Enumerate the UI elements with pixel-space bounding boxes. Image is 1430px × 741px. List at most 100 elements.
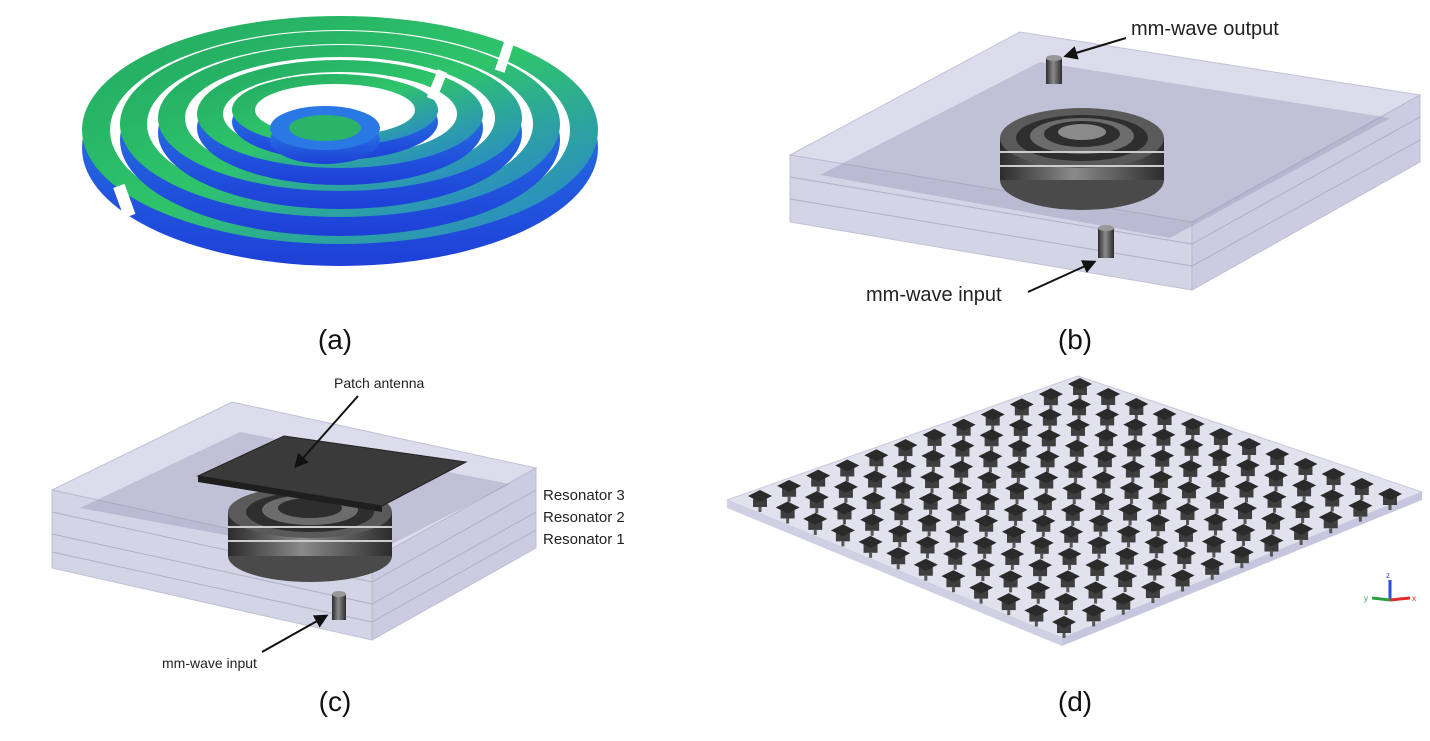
array-element <box>833 480 858 503</box>
array-element <box>1024 604 1049 627</box>
array-element <box>1172 547 1197 570</box>
array-element <box>886 547 911 570</box>
array-element <box>1085 558 1110 581</box>
array-elements <box>748 378 1402 638</box>
array-element <box>1180 418 1205 440</box>
array-element <box>1146 514 1171 537</box>
array-element <box>946 503 971 526</box>
layer-line-2 <box>789 198 1193 267</box>
array-element <box>858 535 883 558</box>
array-element <box>921 449 946 472</box>
array-element <box>1122 439 1147 462</box>
array-element <box>943 547 968 570</box>
array-element <box>1004 482 1029 505</box>
array-element <box>1261 512 1286 535</box>
array-element <box>1259 534 1284 557</box>
array-element <box>1178 459 1203 482</box>
array-element <box>972 536 997 559</box>
panel-b-stack <box>788 31 1422 293</box>
array-element <box>830 524 855 547</box>
array-element <box>1055 570 1080 593</box>
array-element <box>1057 547 1082 570</box>
array-element <box>1206 470 1231 493</box>
array-element <box>1203 513 1228 536</box>
array-element <box>1091 471 1116 494</box>
array-element <box>1081 604 1106 627</box>
array-element <box>777 479 802 502</box>
array-element <box>1009 398 1034 421</box>
array-element <box>922 428 947 451</box>
array-element <box>1007 439 1032 462</box>
array-element <box>970 559 995 582</box>
array-element <box>1142 558 1167 581</box>
array-element <box>860 513 885 536</box>
array-element <box>1150 449 1175 472</box>
array-element <box>975 492 1000 515</box>
array-element <box>1116 525 1141 548</box>
array-element <box>1037 408 1062 431</box>
axis-triad: z x y <box>1364 571 1416 603</box>
substrate-side <box>1191 94 1421 291</box>
array-element <box>887 525 912 548</box>
array-element <box>861 492 886 515</box>
array-element <box>1201 535 1226 558</box>
array-element <box>1321 468 1346 490</box>
label-resonator-1: Resonator 1 <box>543 531 625 548</box>
panel-c-stack <box>50 395 538 653</box>
array-element <box>1179 438 1204 461</box>
array-element <box>1064 439 1089 462</box>
array-element <box>977 471 1002 494</box>
array-element <box>893 439 918 462</box>
array-element <box>1290 501 1315 524</box>
array-element <box>1095 408 1120 431</box>
array-element <box>1090 492 1115 515</box>
array-element <box>978 450 1003 473</box>
array-element <box>1147 492 1172 515</box>
array-element <box>949 460 974 483</box>
array-element <box>803 512 828 535</box>
array-element <box>1038 388 1063 411</box>
ring-split-left <box>113 183 136 219</box>
array-element <box>1378 488 1402 510</box>
substrate-side-c <box>371 467 537 641</box>
array-element <box>1036 429 1061 452</box>
array-element <box>1063 460 1088 483</box>
array-element <box>1175 502 1200 525</box>
array-element <box>1235 459 1260 482</box>
panel-d-array <box>725 375 1424 646</box>
array-element <box>974 514 999 537</box>
input-pin-b <box>1098 228 1114 258</box>
array-element <box>1292 479 1317 502</box>
array-element <box>1111 592 1136 615</box>
array-element <box>890 481 915 504</box>
array-element <box>1265 448 1290 470</box>
arrow-patch <box>294 395 359 469</box>
array-element <box>979 429 1004 452</box>
array-element <box>1151 428 1176 451</box>
axis-z-label: z <box>1386 571 1390 580</box>
array-element <box>1263 469 1288 492</box>
ring-inner-core <box>289 115 361 141</box>
layer-line-4 <box>1191 139 1421 267</box>
array-element <box>1293 458 1318 480</box>
array-element <box>1262 490 1287 513</box>
array-element <box>1068 378 1092 400</box>
array-element <box>1067 398 1092 421</box>
array-element <box>969 581 994 604</box>
array-element <box>980 408 1005 431</box>
array-element <box>1031 514 1056 537</box>
array-element <box>1124 398 1149 420</box>
output-pin <box>1046 58 1062 84</box>
array-element <box>1026 581 1051 604</box>
array-element <box>915 536 940 559</box>
axis-x-label: x <box>1412 594 1416 603</box>
array-element <box>1119 481 1144 504</box>
array-element <box>1320 489 1345 512</box>
array-element <box>1173 524 1198 547</box>
array-element <box>1000 547 1025 570</box>
array-element <box>1200 557 1225 580</box>
caption-b: (b) <box>1057 324 1093 355</box>
array-element <box>892 460 917 483</box>
array-element <box>1118 503 1143 526</box>
array-element <box>1001 525 1026 548</box>
